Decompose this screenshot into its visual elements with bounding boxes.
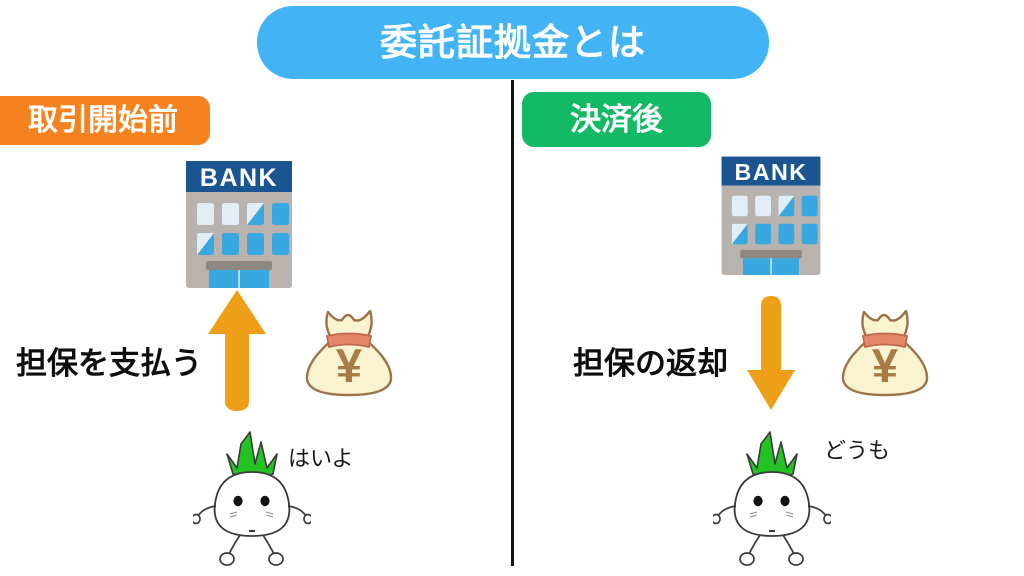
bank-sign-text-right: BANK	[735, 159, 808, 185]
money-bag-left: ¥	[298, 306, 400, 398]
arrow-up-icon	[206, 288, 268, 413]
caption-pay-collateral: 担保を支払う	[16, 346, 202, 381]
turnip-character-left	[191, 428, 313, 568]
yen-symbol-left: ¥	[336, 339, 362, 392]
bank-sign-text-left: BANK	[200, 164, 278, 192]
badge-before-trading: 取引開始前	[0, 96, 210, 145]
badge-after-settlement-label: 決済後	[570, 102, 663, 137]
money-bag-right: ¥	[834, 306, 936, 398]
bank-building-right: BANK	[716, 150, 826, 276]
yen-symbol-right: ¥	[872, 339, 898, 392]
turnip-character-right	[711, 428, 833, 568]
speech-text-left: はいよ	[288, 446, 354, 471]
arrow-down-icon	[745, 294, 797, 412]
page-title: 委託証拠金とは	[380, 22, 646, 63]
bank-building-left: BANK	[180, 155, 298, 288]
badge-after-settlement: 決済後	[522, 92, 711, 147]
page-title-banner: 委託証拠金とは	[257, 6, 769, 79]
badge-before-trading-label: 取引開始前	[28, 103, 178, 137]
panel-divider	[511, 80, 514, 566]
caption-return-collateral: 担保の返却	[573, 346, 728, 381]
speech-text-right: どうも	[824, 438, 891, 463]
